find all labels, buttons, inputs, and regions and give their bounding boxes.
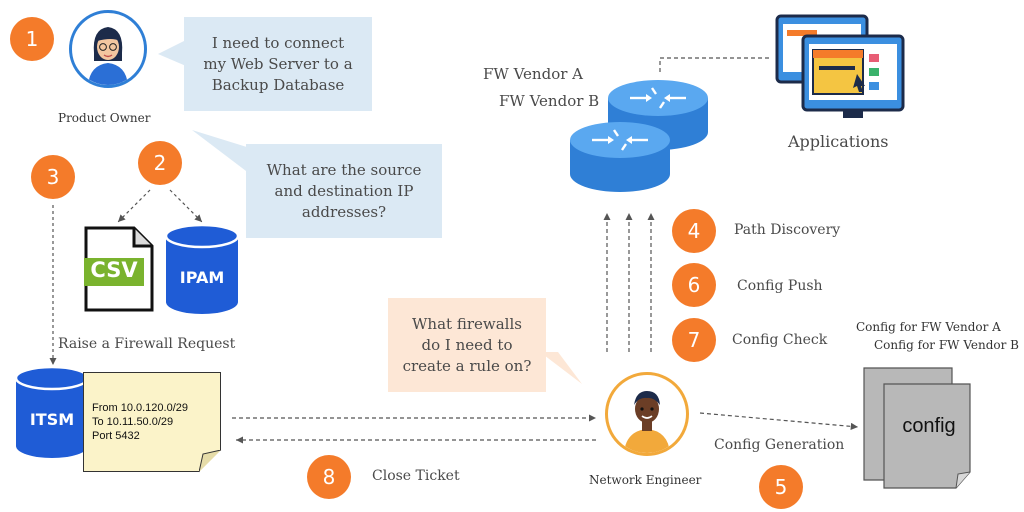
ipam-database-icon <box>164 224 240 314</box>
path-discovery-label: Path Discovery <box>734 222 841 238</box>
bubble2-line-2: and destination IP <box>274 181 414 200</box>
config-vendor-a-label: Config for FW Vendor A <box>856 320 1001 334</box>
arrow-config-generation <box>699 412 859 430</box>
config-check-label: Config Check <box>732 332 828 348</box>
note-folded-corner <box>199 450 222 473</box>
itsm-database-icon <box>14 366 90 458</box>
engineer-bubble-line-2: do I need to <box>421 335 513 354</box>
bubble2-line-1: What are the source <box>266 160 422 179</box>
fw-vendor-a-label: FW Vendor A <box>483 65 583 83</box>
step-6-badge: 6 <box>672 263 716 307</box>
raise-firewall-request-label: Raise a Firewall Request <box>58 336 236 352</box>
csv-file-icon <box>84 226 154 312</box>
product-owner-avatar <box>69 10 147 88</box>
step-2-badge: 2 <box>138 141 182 185</box>
router-to-applications <box>659 57 770 72</box>
csv-label: CSV <box>90 258 138 282</box>
note-line-to: To 10.11.50.0/29 <box>92 416 174 428</box>
close-ticket-label: Close Ticket <box>372 468 460 484</box>
config-document-icon <box>863 367 971 489</box>
step-8-badge: 8 <box>307 455 351 499</box>
bubble1-line-1: I need to connect <box>211 33 345 52</box>
network-engineer-avatar <box>605 372 689 456</box>
engineer-bubble-line-3: create a rule on? <box>402 356 532 375</box>
ipam-label: IPAM <box>179 268 225 287</box>
arrow-to-ipam <box>169 189 203 223</box>
step-7-badge: 7 <box>672 318 716 362</box>
product-owner-label: Product Owner <box>58 111 151 125</box>
fw-vendor-b-label: FW Vendor B <box>499 92 600 110</box>
step-3-badge: 3 <box>31 155 75 199</box>
network-engineer-label: Network Engineer <box>589 473 702 487</box>
applications-monitor-icon <box>775 14 905 118</box>
applications-label: Applications <box>788 132 889 151</box>
note-line-from: From 10.0.120.0/29 <box>92 402 189 414</box>
bubble2-tail <box>192 130 250 174</box>
product-owner-bubble-question: What are the source and destination IP a… <box>246 144 442 238</box>
step-4-badge: 4 <box>672 209 716 253</box>
step-5-badge: 5 <box>759 465 803 509</box>
product-owner-bubble-connect: I need to connect my Web Server to a Bac… <box>184 17 372 111</box>
firewall-request-note: From 10.0.120.0/29 To 10.11.50.0/29 Port… <box>83 372 221 472</box>
config-vendor-b-label: Config for FW Vendor B <box>874 338 1019 352</box>
bubble1-tail <box>158 40 186 66</box>
config-generation-label: Config Generation <box>714 437 845 453</box>
bubble2-line-3: addresses? <box>301 202 387 221</box>
config-doc-label: config <box>902 415 956 437</box>
network-engineer-bubble: What firewalls do I need to create a rul… <box>388 298 546 392</box>
arrow-to-csv <box>117 189 151 223</box>
bubble1-line-3: Backup Database <box>211 75 345 94</box>
engineer-bubble-tail <box>540 352 582 384</box>
note-line-port: Port 5432 <box>92 430 140 442</box>
itsm-label: ITSM <box>29 410 75 429</box>
router-icon <box>570 80 708 192</box>
step-1-badge: 1 <box>10 17 54 61</box>
bubble1-line-2: my Web Server to a <box>203 54 353 73</box>
engineer-bubble-line-1: What firewalls <box>412 314 522 333</box>
config-push-label: Config Push <box>737 278 823 294</box>
